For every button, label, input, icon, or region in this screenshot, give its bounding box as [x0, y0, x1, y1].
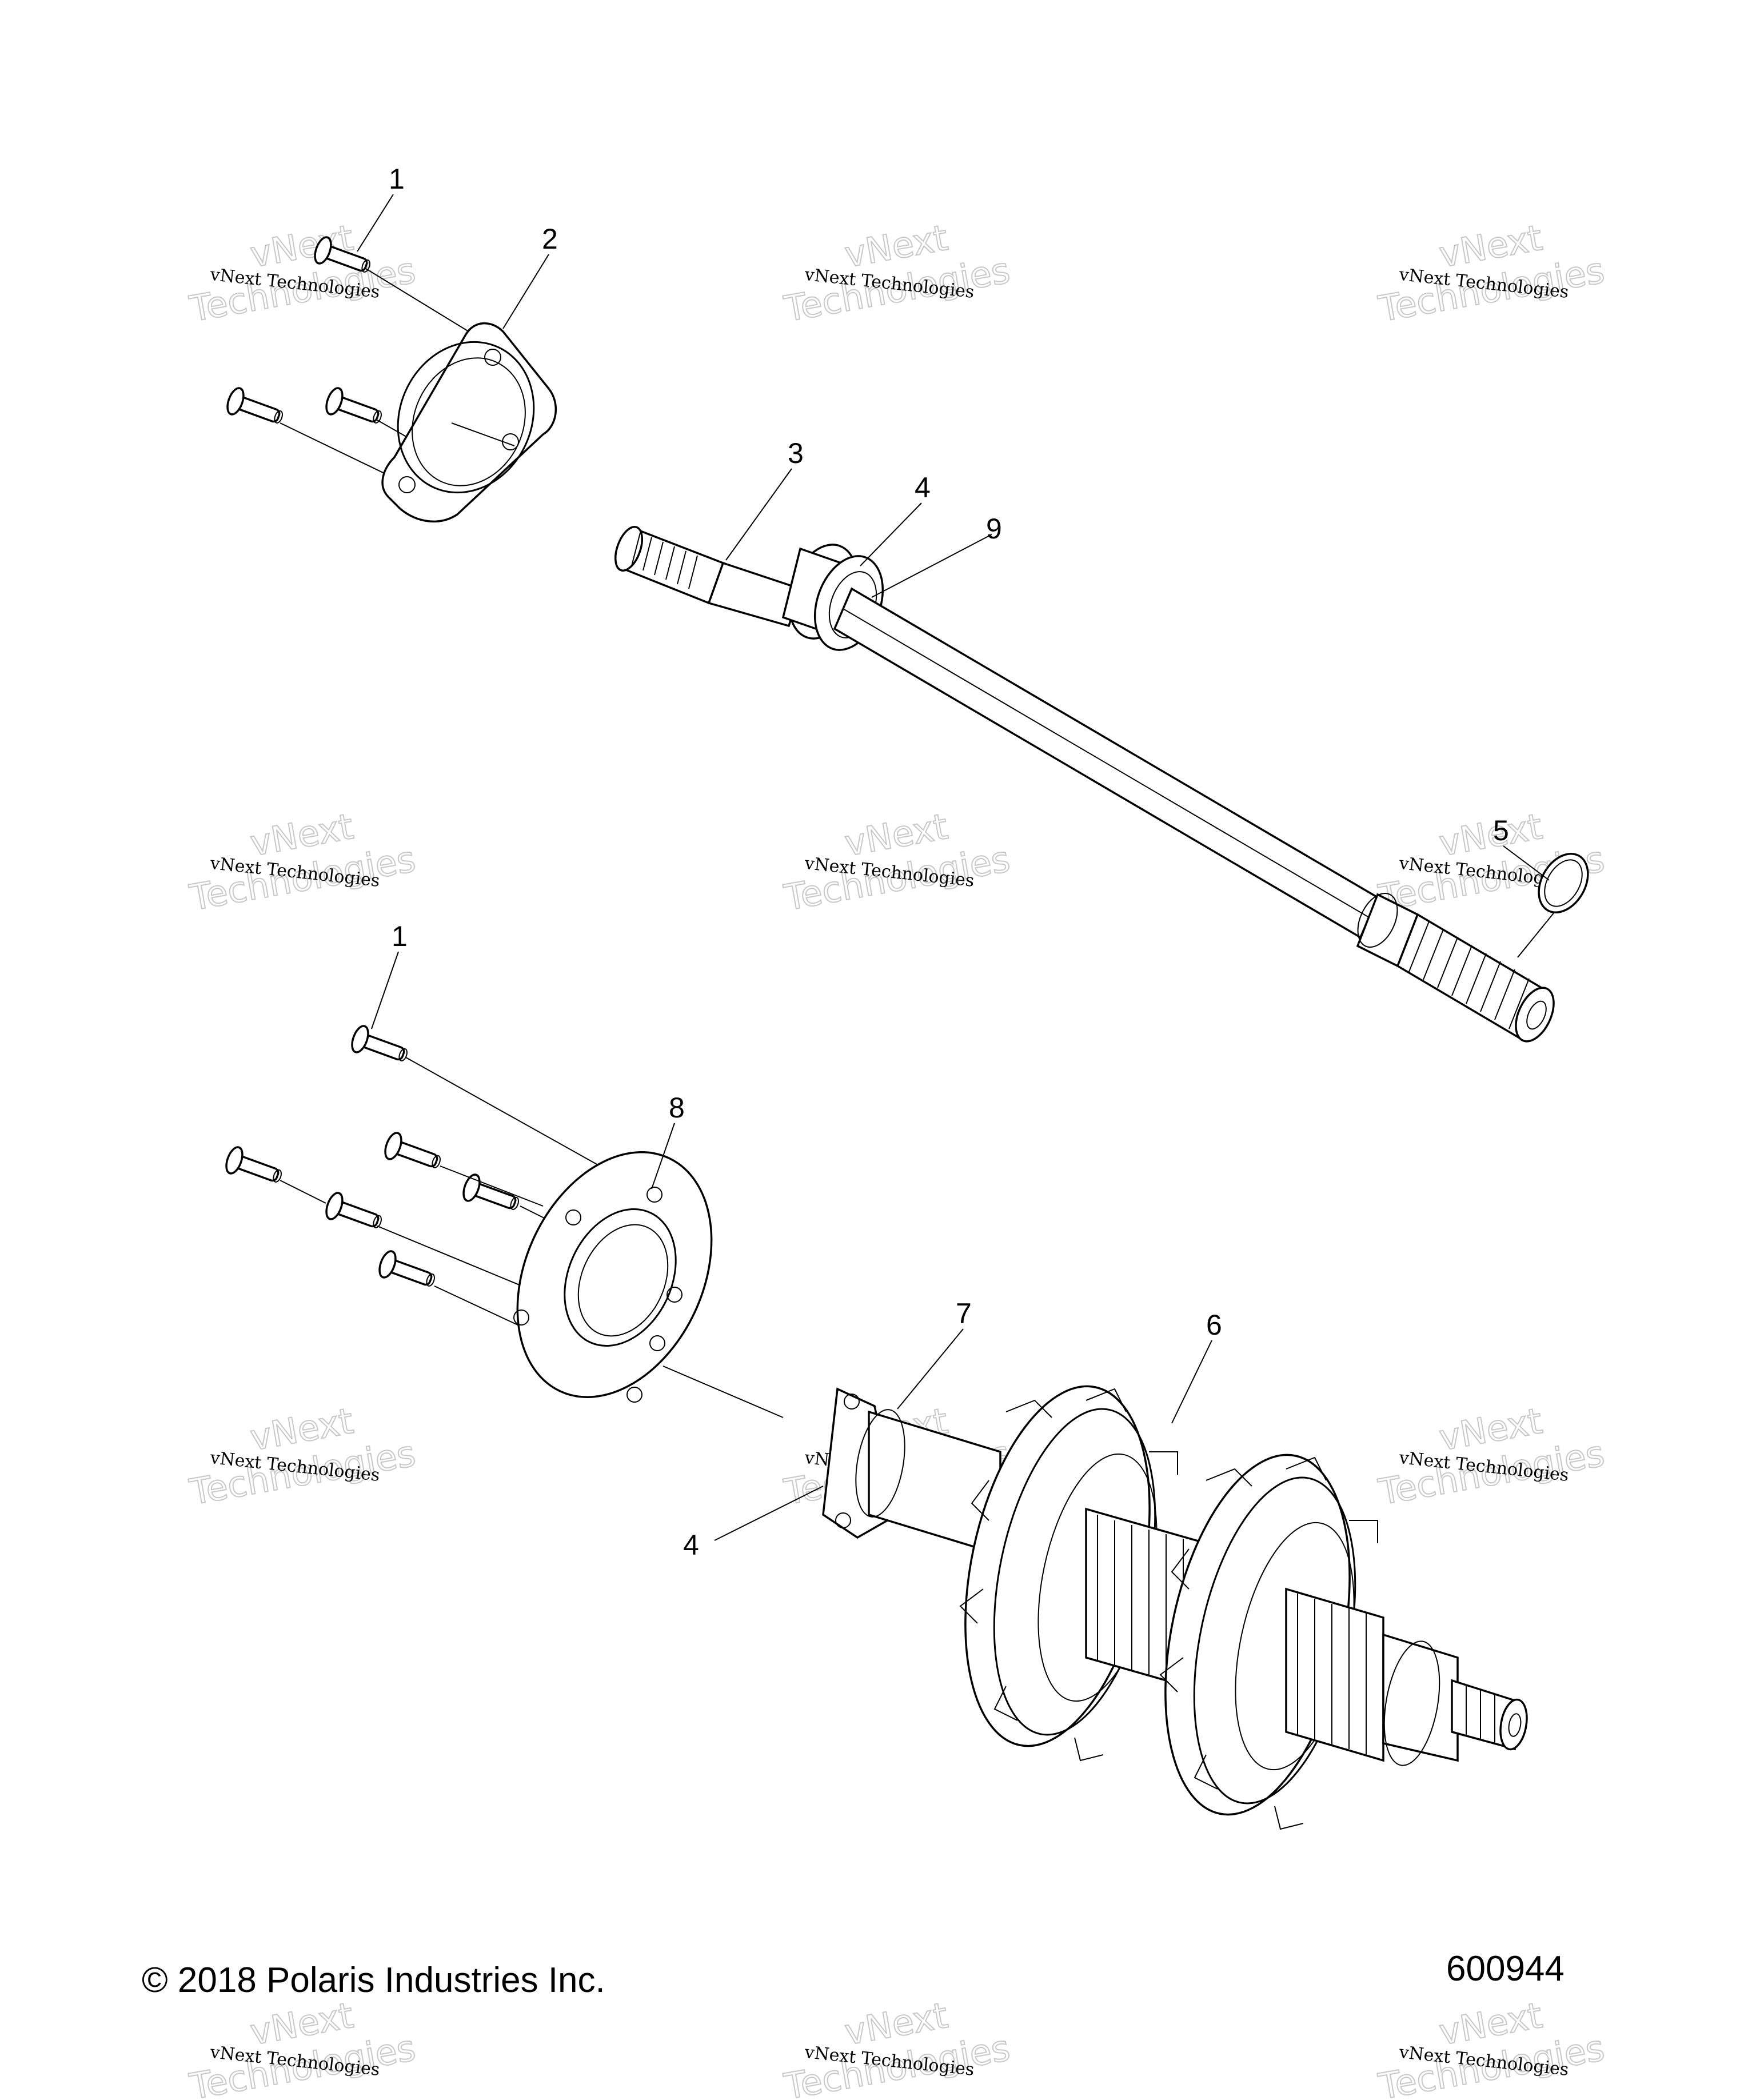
- bolt: [325, 387, 382, 424]
- leader-lines: [357, 194, 1550, 1541]
- watermark: Technologies vNext vNext Technologies: [186, 216, 419, 330]
- copyright-text: © 2018 Polaris Industries Inc.: [142, 1961, 605, 2000]
- bolt: [325, 1192, 382, 1228]
- watermark: Technologies vNext vNext Technologies: [780, 805, 1013, 919]
- bolt: [384, 1132, 441, 1168]
- watermark: Technologies vNext vNext Technologies: [186, 1399, 419, 1514]
- callout-3: 3: [788, 437, 804, 469]
- callout-1-top: 1: [389, 163, 405, 195]
- callout-2: 2: [542, 223, 558, 255]
- bolt: [378, 1250, 435, 1287]
- bearing-flange-triangle: [381, 322, 557, 522]
- watermark: Technologies vNext vNext Technologies: [186, 805, 419, 919]
- bolt: [351, 1025, 408, 1061]
- watermark: Technologies vNext vNext Technologies: [1375, 1994, 1608, 2100]
- callout-4-top: 4: [915, 472, 931, 504]
- callout-5: 5: [1493, 815, 1509, 847]
- watermark: Technologies vNext vNext Technologies: [780, 1994, 1013, 2100]
- callouts: 1 2 3 4 9 5 1 8 7 6 4: [389, 163, 1509, 1561]
- gear-assembly: [822, 1385, 1528, 1830]
- watermark: Technologies vNext vNext Technologies: [186, 1994, 419, 2100]
- bolt-group-top: [226, 236, 469, 504]
- bolt: [225, 1146, 282, 1183]
- bolt-group-middle: [225, 1025, 646, 1327]
- callout-4-bottom: 4: [683, 1529, 699, 1561]
- watermark: Technologies vNext vNext Technologies: [1375, 1399, 1608, 1514]
- bolt: [314, 236, 370, 273]
- callout-8: 8: [669, 1092, 685, 1124]
- bearing-flange-round: [513, 1151, 784, 1418]
- callout-9: 9: [986, 513, 1002, 545]
- callout-1-middle: 1: [392, 920, 408, 952]
- o-ring: [1517, 852, 1589, 958]
- bolt: [226, 387, 283, 424]
- bolt: [462, 1173, 519, 1210]
- callout-6: 6: [1206, 1309, 1222, 1341]
- figure-number: 600944: [1446, 1949, 1565, 1989]
- watermark: Technologies vNext vNext Technologies: [1375, 216, 1608, 330]
- callout-7: 7: [956, 1297, 972, 1330]
- driveshaft: [614, 526, 1555, 1043]
- watermark: Technologies vNext vNext Technologies: [780, 216, 1013, 330]
